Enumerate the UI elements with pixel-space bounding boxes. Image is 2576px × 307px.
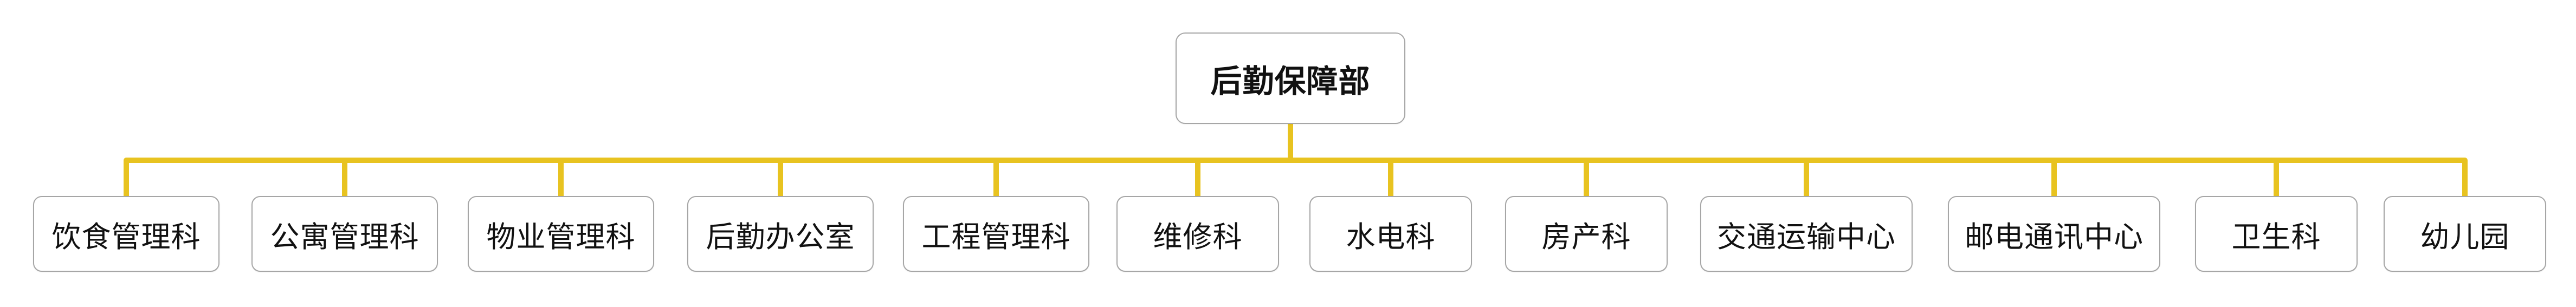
- child-node-2: 公寓管理科: [251, 196, 438, 272]
- child-node-label: 饮食管理科: [51, 220, 201, 253]
- connector-group: [124, 123, 2468, 198]
- bus-line: [124, 158, 2468, 198]
- root-node: 后勤保障部: [1176, 32, 1405, 124]
- child-node-4: 后勤办公室: [687, 196, 874, 272]
- child-node-1: 饮食管理科: [33, 196, 219, 272]
- child-node-8: 房产科: [1505, 196, 1668, 272]
- child-node-11: 卫生科: [2195, 196, 2358, 272]
- child-node-9: 交通运输中心: [1700, 196, 1913, 272]
- child-node-label: 工程管理科: [921, 220, 1071, 253]
- child-node-label: 房产科: [1541, 220, 1631, 253]
- child-node-12: 幼儿园: [2384, 196, 2546, 272]
- child-node-6: 维修科: [1116, 196, 1279, 272]
- child-node-label: 水电科: [1346, 220, 1436, 253]
- root-node-label: 后勤保障部: [1210, 63, 1371, 99]
- child-node-label: 物业管理科: [486, 220, 636, 253]
- child-node-label: 卫生科: [2231, 220, 2321, 253]
- child-node-label: 交通运输中心: [1717, 220, 1896, 253]
- child-node-label: 维修科: [1153, 220, 1243, 253]
- child-node-label: 幼儿园: [2420, 220, 2510, 253]
- child-node-7: 水电科: [1309, 196, 1472, 272]
- child-node-3: 物业管理科: [468, 196, 654, 272]
- child-node-5: 工程管理科: [903, 196, 1089, 272]
- child-node-label: 后勤办公室: [706, 220, 855, 253]
- child-node-10: 邮电通讯中心: [1948, 196, 2160, 272]
- child-node-label: 公寓管理科: [270, 220, 419, 253]
- child-node-label: 邮电通讯中心: [1965, 220, 2144, 253]
